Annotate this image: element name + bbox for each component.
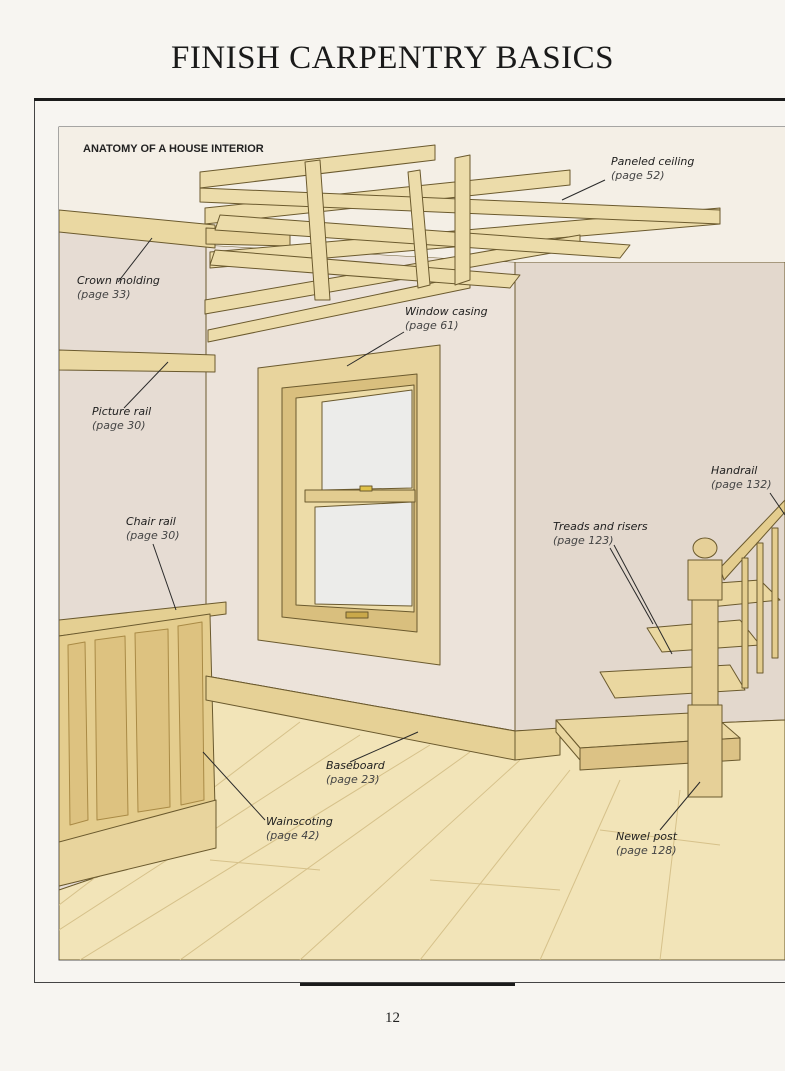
crown-molding-label: Crown molding <box>77 274 160 287</box>
baseboard-label: Baseboard <box>326 759 386 772</box>
treads-risers-page: (page 123) <box>553 534 614 547</box>
header-rule <box>34 98 785 101</box>
chair-rail-shape <box>59 601 227 637</box>
page-number: 12 <box>385 1010 400 1026</box>
window-casing-label: Window casing <box>405 305 488 318</box>
handrail-shape <box>719 499 785 689</box>
picture-rail-shape <box>59 349 216 373</box>
crown-molding-page: (page 33) <box>77 288 131 301</box>
newel-post-page: (page 128) <box>616 844 677 857</box>
chair-rail-label: Chair rail <box>126 515 176 528</box>
newel-post-label: Newel post <box>616 830 678 843</box>
handrail-label: Handrail <box>711 464 757 477</box>
floorboard-lines <box>59 721 721 960</box>
handrail-page: (page 132) <box>711 478 772 491</box>
newel-post-shape <box>687 537 723 798</box>
baseboard-page: (page 23) <box>326 773 380 786</box>
treads-risers-label: Treads and risers <box>553 520 648 533</box>
page-header-title: FINISH CARPENTRY BASICS <box>170 40 615 76</box>
chair-rail-page: (page 30) <box>126 529 180 542</box>
paneled-ceiling-page: (page 52) <box>611 169 665 182</box>
leader-lines <box>117 179 785 831</box>
wainscoting-page: (page 42) <box>266 829 320 842</box>
paneled-ceiling-shape <box>199 144 721 343</box>
illustration-frame <box>34 101 785 983</box>
window-shape <box>257 344 441 666</box>
footer-rule <box>300 983 515 986</box>
paneled-ceiling-label: Paneled ceiling <box>611 155 694 168</box>
wainscoting-label: Wainscoting <box>266 815 333 828</box>
figure-title: ANATOMY OF A HOUSE INTERIOR <box>83 143 264 155</box>
crown-molding-shape <box>59 209 216 249</box>
picture-rail-label: Picture rail <box>92 405 151 418</box>
window-casing-page: (page 61) <box>405 319 459 332</box>
picture-rail-page: (page 30) <box>92 419 146 432</box>
